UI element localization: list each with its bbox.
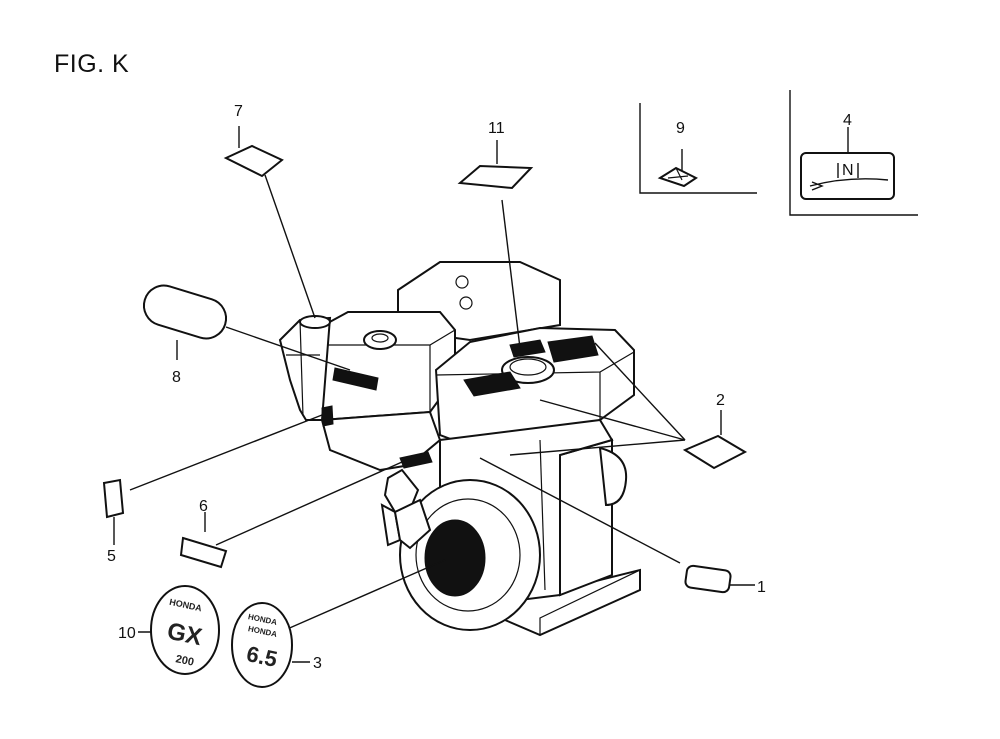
emblem-part-3: HONDA HONDA 6.5 xyxy=(231,602,293,688)
inset4-mark: N xyxy=(842,162,854,179)
callout-6: 6 xyxy=(199,498,208,515)
callout-10: 10 xyxy=(118,625,136,642)
decal-part-1 xyxy=(684,564,732,594)
callout-11: 11 xyxy=(488,120,505,137)
callout-1: 1 xyxy=(757,579,766,596)
callout-8: 8 xyxy=(172,369,181,386)
decal-part-9 xyxy=(657,166,698,188)
callout-3: 3 xyxy=(313,655,322,672)
callout-5: 5 xyxy=(107,548,116,565)
decal-part-6 xyxy=(179,536,228,569)
decal-part-11 xyxy=(457,164,534,190)
figure-title: FIG. K xyxy=(54,50,130,78)
callout-numbers: 7 11 9 4 8 2 5 6 1 10 3 xyxy=(107,103,852,672)
inset-frame-9 xyxy=(639,103,757,194)
emblem10-line3: 200 xyxy=(175,653,195,669)
callout-2: 2 xyxy=(716,392,725,409)
decal-part-5 xyxy=(102,478,125,519)
decal-part-7 xyxy=(223,144,284,178)
inset-frame-4: N xyxy=(789,90,918,216)
callout-9: 9 xyxy=(676,120,685,137)
decal-part-2 xyxy=(682,434,748,470)
callout-7: 7 xyxy=(234,103,243,120)
emblem-part-10: HONDA GX 200 xyxy=(150,585,220,675)
decal-part-8 xyxy=(142,284,228,340)
engine-illustration xyxy=(278,261,641,637)
leader-lines xyxy=(113,126,849,663)
callout-4: 4 xyxy=(843,112,852,129)
emblem3-line3: 6.5 xyxy=(244,641,279,672)
